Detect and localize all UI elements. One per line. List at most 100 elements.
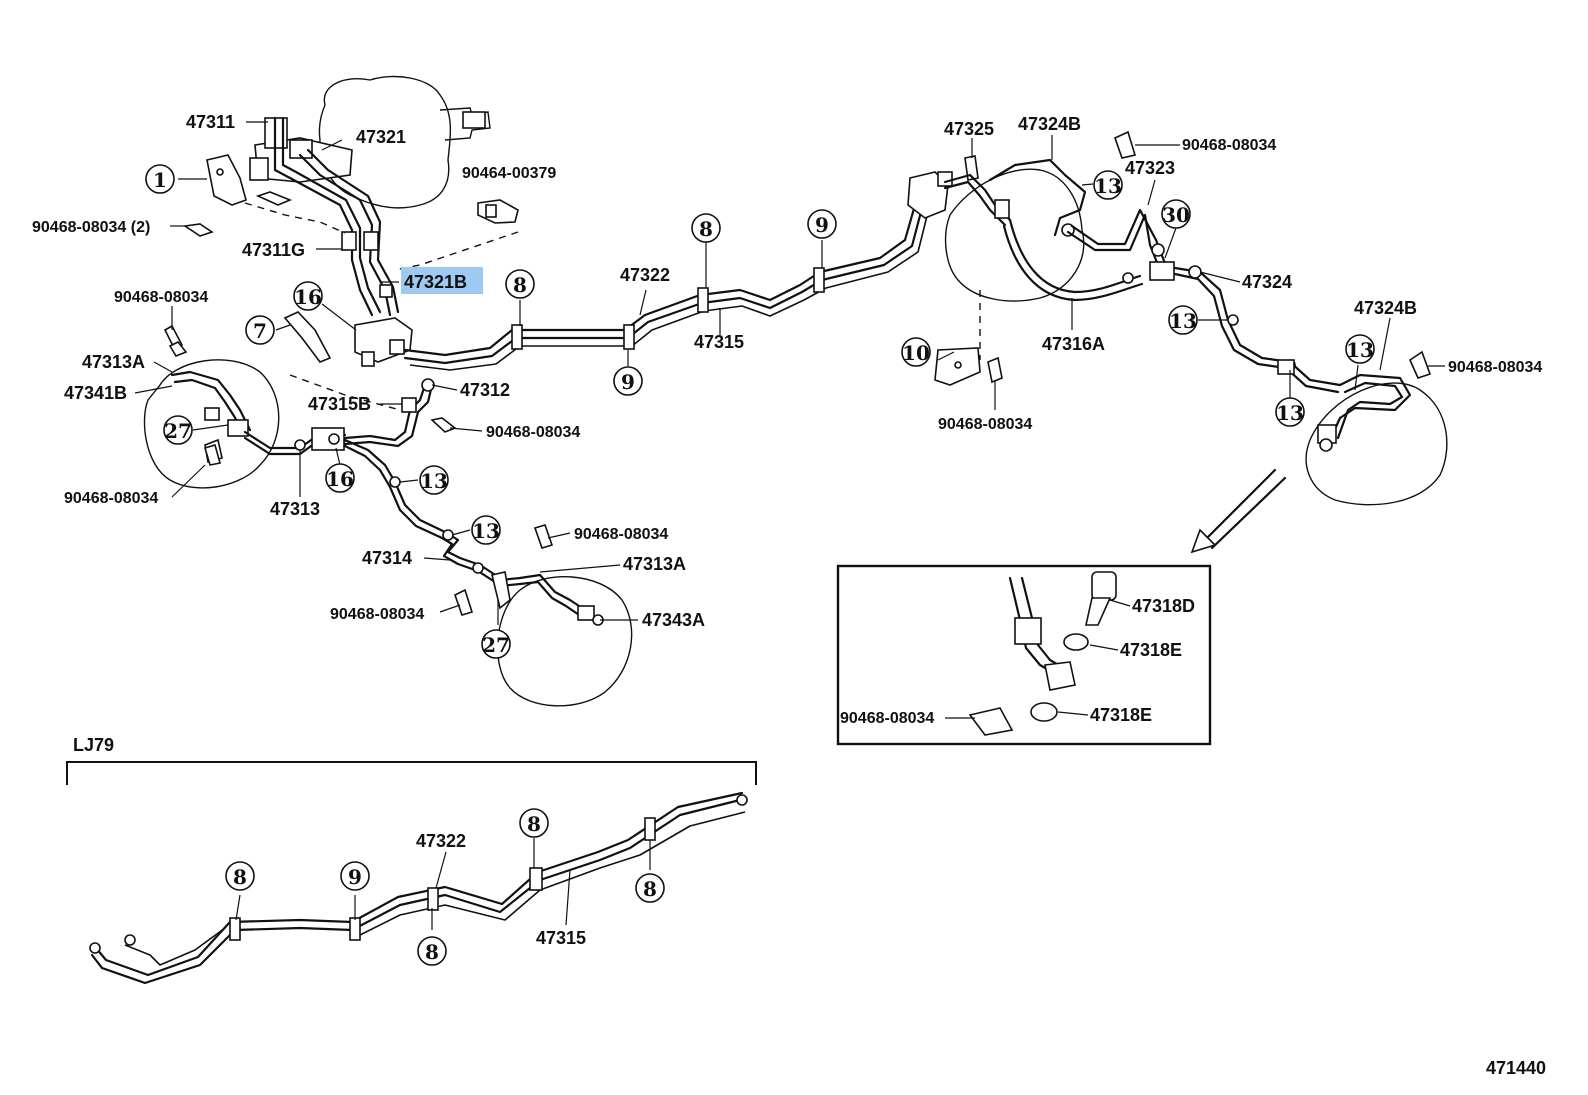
label-90468-08034-g: 90468-08034: [938, 416, 1032, 433]
tube-47324: [1173, 266, 1342, 394]
callout-8f: 8: [635, 873, 665, 903]
callout-27b: 27: [481, 629, 511, 659]
svg-text:16: 16: [294, 285, 322, 309]
callout-16b: 16: [325, 463, 355, 493]
leader-lines: [134, 121, 1445, 930]
label-47313: 47313: [270, 499, 320, 519]
label-90468-08034-c: 90468-08034: [64, 490, 158, 507]
label-47312: 47312: [460, 380, 510, 400]
front-right-backing-plate: [491, 571, 633, 707]
label-47313A-right: 47313A: [623, 554, 686, 574]
svg-text:8: 8: [233, 865, 247, 889]
clip-90468-2: [182, 223, 214, 237]
bracket-10: [934, 347, 1003, 386]
callout-13a: 13: [419, 465, 449, 495]
svg-text:13: 13: [1169, 309, 1197, 333]
callout-9c: 9: [340, 861, 370, 891]
callout-1: 1: [145, 164, 175, 194]
svg-text:8: 8: [513, 273, 527, 297]
clip-90468-e: [454, 588, 474, 616]
svg-text:30: 30: [1162, 203, 1190, 227]
label-90468-08034-b: 90468-08034: [486, 424, 580, 441]
bracket-7: [283, 311, 332, 363]
svg-text:13: 13: [1276, 401, 1304, 425]
label-47313A-left: 47313A: [82, 352, 145, 372]
label-47315-lj79: 47315: [536, 928, 586, 948]
callout-8e: 8: [519, 808, 549, 838]
callout-30: 30: [1161, 199, 1191, 229]
rear-differential-outline: [944, 168, 1085, 302]
tube-47315B: [343, 383, 434, 448]
svg-text:27: 27: [482, 633, 510, 657]
lj79-tube-assembly: [89, 791, 748, 985]
clip-90468-d: [533, 524, 554, 549]
label-47324: 47324: [1242, 272, 1292, 292]
svg-text:13: 13: [1346, 338, 1374, 362]
tube-47324B-top: [988, 158, 1087, 237]
label-90468-08034-d: 90468-08034: [574, 526, 668, 543]
label-47316A: 47316A: [1042, 334, 1105, 354]
callout-13b: 13: [471, 515, 501, 545]
clip-90468-b: [430, 417, 457, 433]
label-lj79: LJ79: [73, 735, 114, 755]
callout-8a: 8: [505, 269, 535, 299]
label-90468-08034-h: 90468-08034: [1448, 359, 1542, 376]
tube-47313: [243, 427, 347, 456]
svg-text:9: 9: [621, 370, 635, 394]
label-90468-08034-a: 90468-08034: [114, 289, 208, 306]
label-90468-08034-i: 90468-08034: [840, 710, 934, 727]
label-47311: 47311: [186, 112, 235, 132]
svg-text:9: 9: [348, 865, 362, 889]
clip-90468-h: [1408, 350, 1432, 379]
label-47315B: 47315B: [308, 394, 371, 414]
main-tube-47315: [403, 203, 929, 371]
clip-small: [255, 191, 293, 206]
svg-text:9: 9: [815, 213, 829, 237]
label-90468-08034-f: 90468-08034: [1182, 137, 1276, 154]
svg-text:13: 13: [472, 519, 500, 543]
callout-13d: 13: [1168, 305, 1198, 335]
lj79-bracket-line: [66, 761, 757, 785]
label-doc-id: 471440: [1486, 1058, 1546, 1078]
tube-47311G: [273, 116, 382, 317]
label-47314: 47314: [362, 548, 412, 568]
svg-text:10: 10: [902, 341, 930, 365]
label-90468-08034-e: 90468-08034: [330, 606, 424, 623]
highlight-47321B: [401, 267, 483, 294]
proportioning-valve: [354, 317, 413, 367]
callout-8c: 8: [225, 861, 255, 891]
clip-90468-c: [204, 443, 222, 466]
callouts: 1 16 7 27 16 13 13 27 8 8 9 9 10 13 30 1…: [145, 164, 1375, 966]
svg-text:8: 8: [527, 812, 541, 836]
rear-junction: [907, 155, 979, 219]
part-labels: 47311 47321 90464-00379 90468-08034 (2) …: [32, 112, 1546, 1078]
svg-text:13: 13: [420, 469, 448, 493]
label-47311G: 47311G: [242, 240, 305, 260]
clip-90468-f: [1114, 130, 1137, 159]
rear-right-backing-plate: [1305, 373, 1448, 506]
label-90464-00379: 90464-00379: [462, 165, 556, 182]
label-47324B-top: 47324B: [1018, 114, 1081, 134]
callout-8b: 8: [691, 213, 721, 243]
master-cylinder: [249, 117, 353, 183]
callout-10: 10: [901, 337, 931, 367]
label-47318D: 47318D: [1132, 596, 1195, 616]
bracket-1: [206, 154, 247, 206]
callout-16a: 16: [293, 281, 323, 311]
label-90468-08034-2: 90468-08034 (2): [32, 219, 150, 236]
detail-arrow: [1190, 468, 1287, 554]
svg-text:8: 8: [425, 940, 439, 964]
label-47324B-right: 47324B: [1354, 298, 1417, 318]
svg-text:27: 27: [164, 419, 192, 443]
tube-47323: [1066, 208, 1168, 272]
label-47323: 47323: [1125, 158, 1175, 178]
callout-13e: 13: [1275, 397, 1305, 427]
label-47343A: 47343A: [642, 610, 705, 630]
svg-text:8: 8: [643, 877, 657, 901]
svg-text:13: 13: [1094, 174, 1122, 198]
label-47322-lj79: 47322: [416, 831, 466, 851]
svg-text:8: 8: [699, 217, 713, 241]
label-47322: 47322: [620, 265, 670, 285]
label-47325: 47325: [944, 119, 994, 139]
